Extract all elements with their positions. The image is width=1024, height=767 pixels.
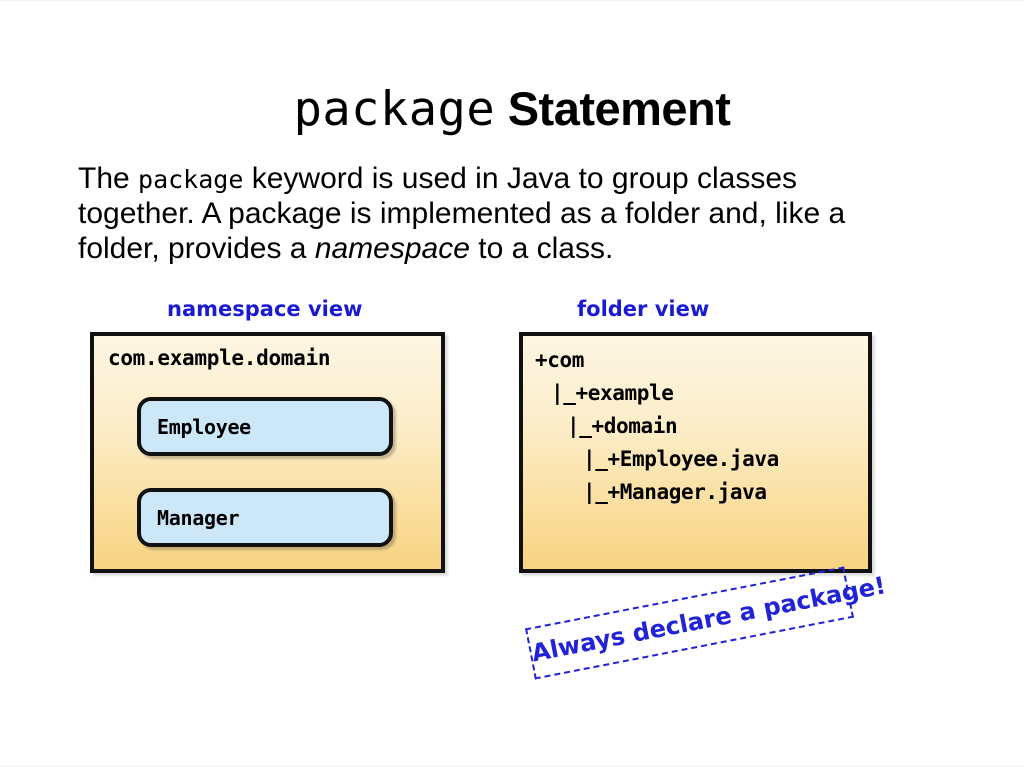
folder-tree-row: |_+Employee.java [583, 447, 779, 471]
caption-namespace-view: namespace view [167, 297, 363, 321]
title-keyword: package [293, 82, 496, 138]
package-name-label: com.example.domain [108, 346, 331, 370]
body-line-2: together. A package is implemented as a … [78, 197, 846, 231]
body-emphasis-namespace: namespace [314, 232, 470, 266]
class-box-employee: Employee [137, 397, 393, 456]
page-title: package Statement [0, 84, 1024, 134]
body-inline-keyword: package [138, 165, 244, 194]
folder-tree-row: |_+example [551, 381, 674, 405]
body-line-3: folder, provides a namespace to a class. [78, 231, 968, 266]
folder-view-box: +com |_+example |_+domain |_+Employee.ja… [519, 332, 872, 573]
body-paragraph: The package keyword is used in Java to g… [78, 161, 968, 266]
caption-folder-view: folder view [577, 297, 710, 321]
title-text: Statement [495, 82, 731, 136]
stamp-annotation: Always declare a package! [525, 566, 889, 680]
folder-tree: +com |_+example |_+domain |_+Employee.ja… [535, 344, 779, 509]
stamp-text: Always declare a package! [529, 571, 889, 668]
class-label-manager: Manager [157, 505, 240, 530]
folder-tree-row: +com [535, 348, 584, 372]
body-line-3-post: to a class. [469, 232, 614, 266]
class-box-manager: Manager [137, 488, 393, 547]
namespace-view-box: com.example.domain Employee Manager [90, 332, 445, 573]
body-line-1-pre: The [78, 162, 139, 195]
body-line-1: The package keyword is used in Java to g… [78, 161, 968, 196]
body-line-3-pre: folder, provides a [78, 232, 315, 266]
body-line-1-post: keyword is used in Java to group classes [243, 162, 797, 195]
class-label-employee: Employee [157, 414, 251, 439]
folder-tree-row: |_+Manager.java [583, 480, 767, 504]
folder-tree-row: |_+domain [567, 414, 678, 438]
